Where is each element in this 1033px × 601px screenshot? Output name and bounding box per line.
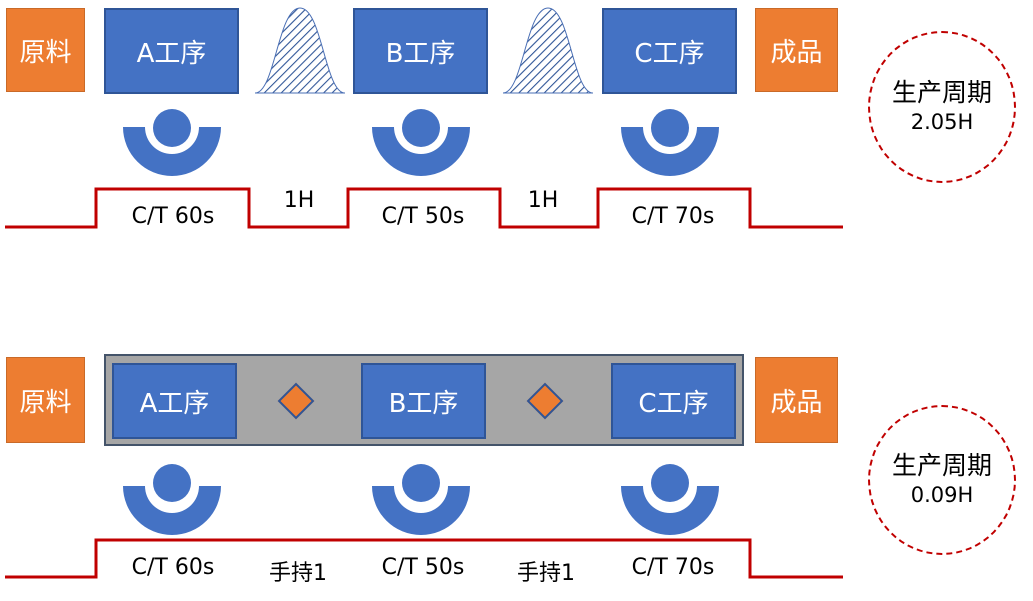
product-box: 成品 xyxy=(755,357,838,443)
lead-time-title: 生产周期 xyxy=(891,78,992,107)
operator-icon xyxy=(372,464,470,535)
operator-icon xyxy=(621,109,719,176)
cycle-time-label: C/T 50s xyxy=(381,555,465,580)
cycle-time-label: C/T 50s xyxy=(381,204,465,229)
lead-time-circle: 生产周期 2.05H xyxy=(868,31,1016,183)
operator-icon xyxy=(372,109,470,176)
product-label: 成品 xyxy=(770,387,823,418)
raw-material-label: 原料 xyxy=(19,37,72,68)
process-a-label: A工序 xyxy=(136,38,207,69)
process-a-label: A工序 xyxy=(139,388,210,419)
handoff-label: 手持1 xyxy=(269,561,327,586)
timeline-line xyxy=(5,538,843,579)
lead-time-circle: 生产周期 0.09H xyxy=(868,405,1016,555)
lead-time-title: 生产周期 xyxy=(891,451,992,480)
timeline-line xyxy=(5,187,843,229)
raw-material-box: 原料 xyxy=(6,8,85,92)
cycle-time-label: C/T 70s xyxy=(631,204,715,229)
raw-material-label: 原料 xyxy=(19,387,72,418)
process-b-label: B工序 xyxy=(388,388,459,419)
operator-icon xyxy=(123,464,221,535)
process-b-box: B工序 xyxy=(361,363,486,439)
process-a-box: A工序 xyxy=(112,363,237,439)
cycle-time-label: C/T 60s xyxy=(131,204,215,229)
handoff-label: 手持1 xyxy=(517,561,575,586)
process-c-box: C工序 xyxy=(602,8,737,94)
process-a-box: A工序 xyxy=(104,8,239,94)
wait-time-label: 1H xyxy=(527,188,559,213)
process-c-label: C工序 xyxy=(634,38,705,69)
cycle-time-label: C/T 70s xyxy=(631,555,715,580)
raw-material-box: 原料 xyxy=(6,357,85,443)
lead-time-value: 0.09H xyxy=(910,483,974,507)
product-box: 成品 xyxy=(755,8,838,92)
lead-time-value: 2.05H xyxy=(910,110,974,134)
cycle-time-label: C/T 60s xyxy=(131,555,215,580)
product-label: 成品 xyxy=(770,37,823,68)
inventory-pile-icon xyxy=(502,7,594,94)
process-c-label: C工序 xyxy=(638,388,709,419)
operator-icon xyxy=(123,109,221,176)
process-b-label: B工序 xyxy=(385,38,456,69)
operator-icon xyxy=(621,464,719,535)
process-b-box: B工序 xyxy=(353,8,488,94)
wait-time-label: 1H xyxy=(283,188,315,213)
inventory-pile-icon xyxy=(254,7,346,94)
process-c-box: C工序 xyxy=(611,363,736,439)
